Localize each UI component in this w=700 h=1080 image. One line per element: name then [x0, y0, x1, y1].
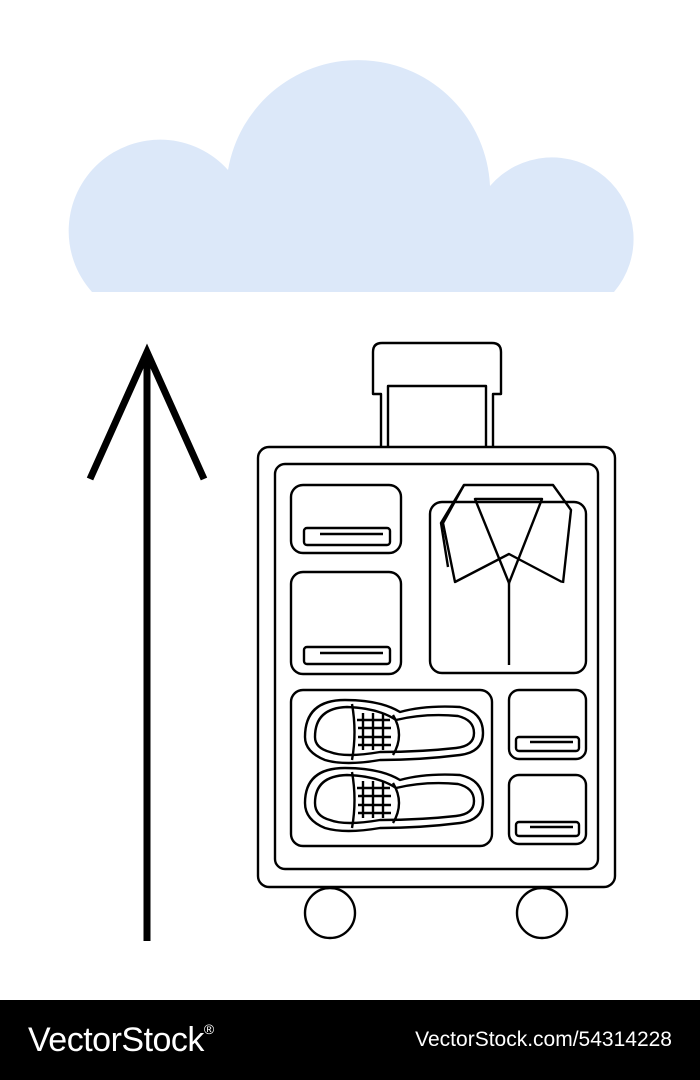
suitcase-icon: [256, 341, 617, 940]
watermark-footer: VectorStock® VectorStock.com/54314228: [0, 1000, 700, 1080]
suitcase-handle: [371, 341, 503, 446]
folded-clothes-icon: [289, 570, 403, 676]
wheel-icon: [515, 886, 569, 940]
travel-illustration: [68, 60, 634, 941]
vectorstock-logo: VectorStock®: [28, 1021, 214, 1060]
shoe-icon: [289, 688, 494, 848]
folded-clothes-icon: [507, 688, 588, 761]
registered-mark: ®: [203, 1020, 214, 1037]
brand-name: VectorStock: [28, 1020, 204, 1059]
folded-clothes-icon: [289, 483, 403, 555]
shirt-icon: [428, 483, 588, 675]
image-id-label: VectorStock.com/54314228: [415, 1028, 672, 1051]
upward-arrow-icon: [86, 343, 208, 941]
suitcase-body: [256, 445, 617, 889]
shoe-icon: [303, 766, 485, 833]
wheel-icon: [303, 886, 357, 940]
folded-clothes-icon: [507, 773, 588, 846]
cloud-icon: [68, 60, 634, 293]
